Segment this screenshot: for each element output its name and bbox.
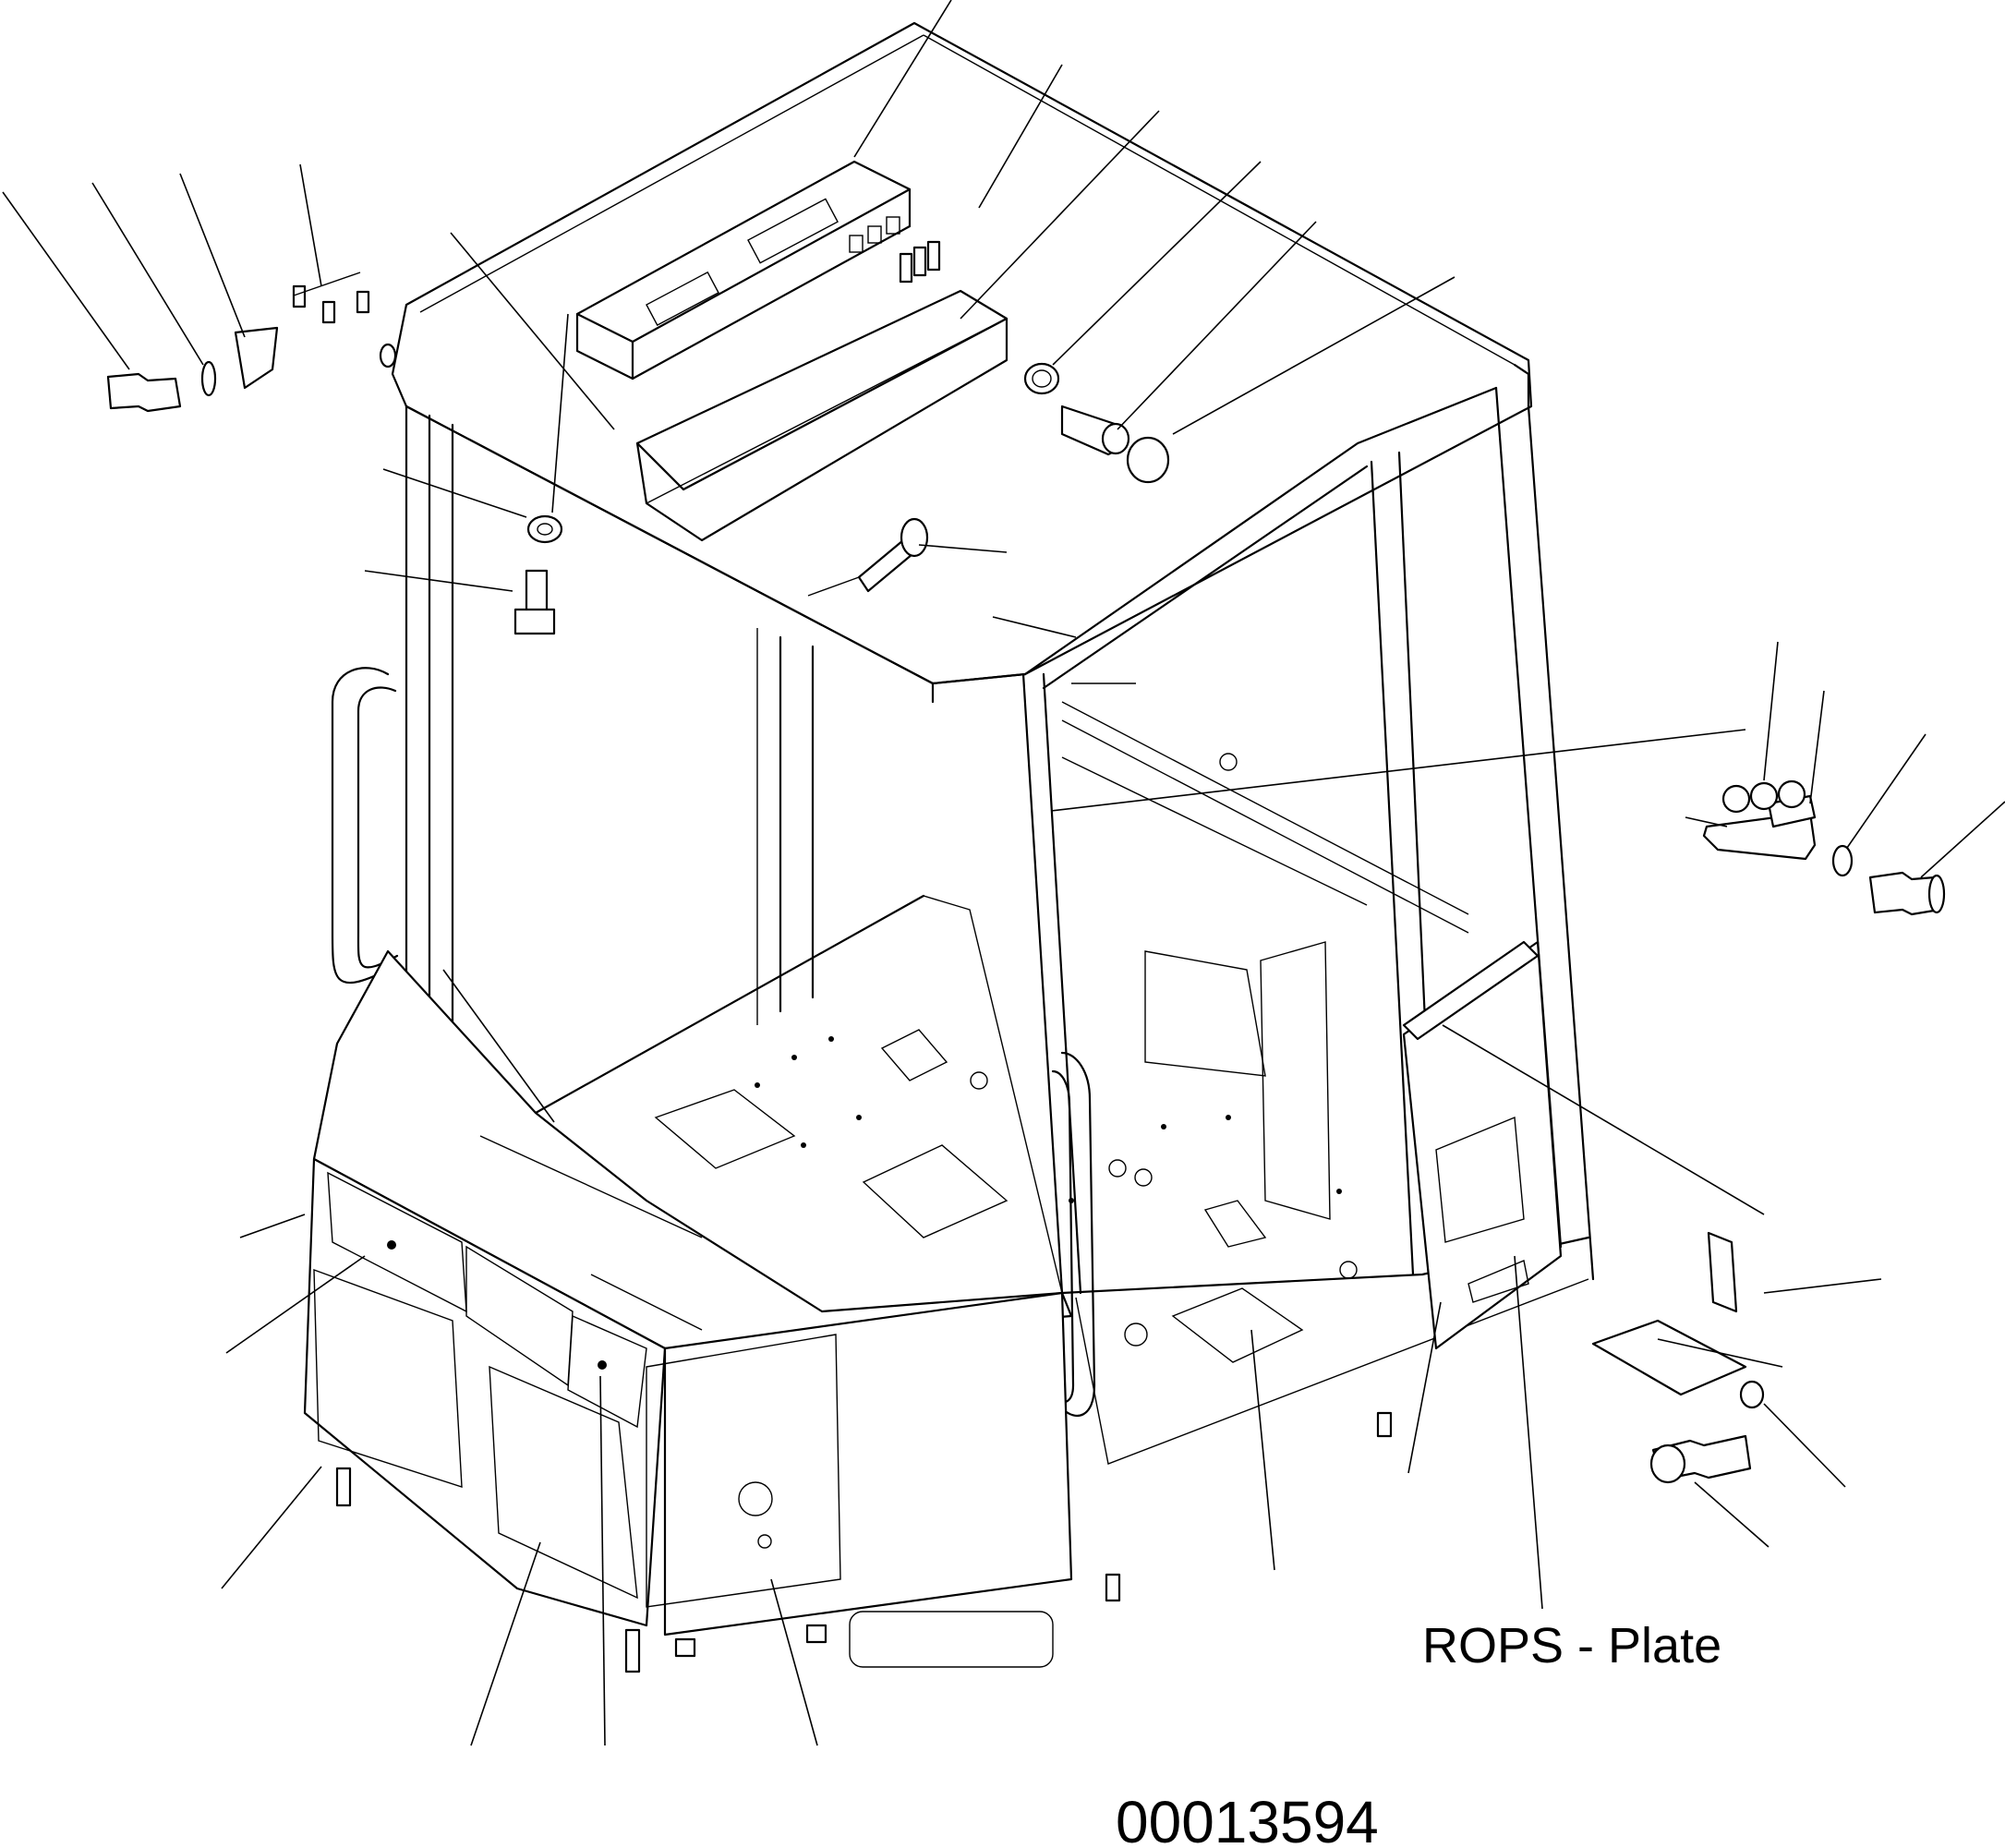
roof-hardware: [1023, 362, 1170, 484]
interior-rear-walls: [1061, 701, 1469, 1220]
mounting-lugs: [335, 1411, 1393, 1673]
roof-switch-panel: [575, 160, 912, 380]
rops-plate-label: ROPS - Plate: [1422, 1618, 1721, 1673]
left-grab-handle: [331, 667, 399, 984]
roof-tray: [635, 289, 1009, 542]
front-console: [303, 949, 1073, 1637]
rops-plate-panel: [1402, 940, 1563, 1350]
document-number: 00013594: [1116, 1789, 1379, 1848]
right-hardware: [1702, 779, 1946, 916]
roof-switches: [899, 240, 941, 284]
rops-bracket: [1591, 1231, 1765, 1484]
leader-lines: [2, 0, 2005, 1746]
left-roof-hardware: [106, 272, 397, 413]
roof-left-bolt: [513, 514, 563, 635]
